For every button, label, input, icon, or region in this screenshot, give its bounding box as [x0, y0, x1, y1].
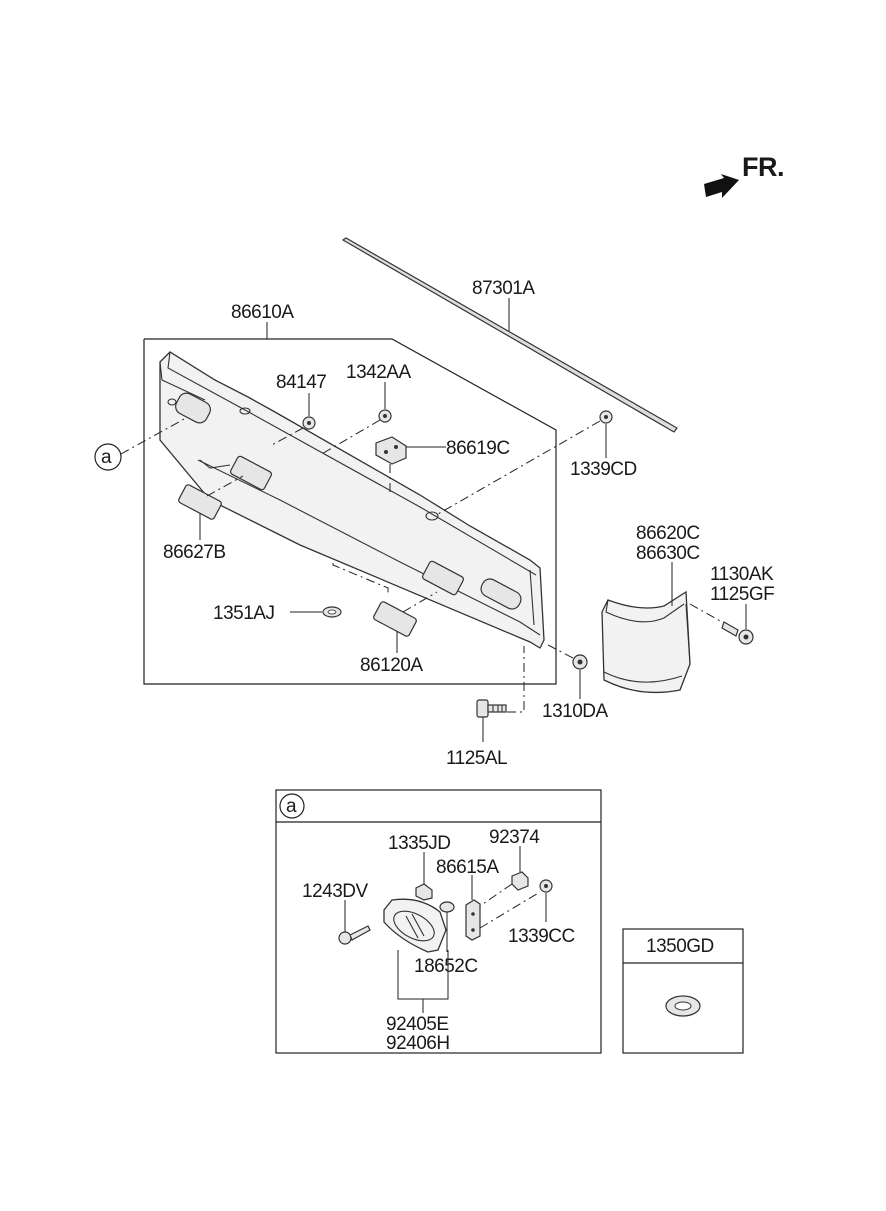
front-label: FR. — [742, 152, 784, 182]
label-1335JD: 1335JD — [388, 833, 451, 854]
part-1130AK-1125GF[interactable]: 1130AK 1125GF — [689, 564, 775, 645]
label-1243DV: 1243DV — [302, 881, 368, 902]
label-1339CC: 1339CC — [508, 926, 575, 947]
label-1350GD: 1350GD — [646, 936, 714, 957]
part-1350GD[interactable]: 1350GD — [646, 936, 714, 1017]
part-1339CC[interactable]: 1339CC — [508, 879, 575, 947]
label-92405E: 92405E — [386, 1014, 449, 1035]
label-1310DA: 1310DA — [542, 701, 608, 722]
callout-a-main[interactable]: a — [94, 417, 187, 471]
label-18652C: 18652C — [414, 956, 478, 977]
front-direction-indicator: FR. — [704, 152, 785, 198]
weatherstrip-shape — [341, 237, 678, 433]
detail-a-frame — [275, 789, 602, 1054]
part-92374[interactable]: 92374 — [479, 827, 541, 907]
svg-text:a: a — [286, 796, 297, 817]
label-1339CD: 1339CD — [570, 459, 637, 480]
label-86630C: 86630C — [636, 543, 700, 564]
label-86120A: 86120A — [360, 655, 423, 676]
callout-a-detail[interactable]: a — [279, 793, 305, 819]
label-86615A: 86615A — [436, 857, 499, 878]
label-86620C: 86620C — [636, 523, 700, 544]
part-1335JD[interactable]: 1335JD — [388, 833, 451, 901]
label-86627B: 86627B — [163, 542, 226, 563]
label-87301A: 87301A — [472, 278, 535, 299]
svg-text:a: a — [101, 447, 112, 468]
label-92406H: 92406H — [386, 1033, 450, 1054]
label-86610A: 86610A — [231, 302, 294, 323]
label-86619C: 86619C — [446, 438, 510, 459]
part-86627B[interactable]: 86627B — [163, 475, 244, 563]
label-1342AA: 1342AA — [346, 362, 411, 383]
label-84147: 84147 — [276, 372, 326, 393]
part-86615A[interactable]: 86615A — [436, 857, 541, 941]
part-1310DA[interactable]: 1310DA — [542, 644, 609, 722]
part-1339CD[interactable]: 1339CD — [437, 410, 637, 515]
main-assembly-frame — [143, 338, 557, 685]
part-86620C-86630C[interactable]: 86620C 86630C — [601, 523, 700, 694]
part-87301A[interactable]: 87301A — [341, 237, 678, 433]
part-86619C[interactable]: 86619C — [375, 436, 510, 492]
garnish-panel[interactable] — [159, 351, 545, 649]
part-1342AA[interactable]: 1342AA — [319, 362, 412, 456]
part-86120A[interactable]: 86120A — [360, 591, 438, 676]
part-1125AL[interactable]: 1125AL — [446, 646, 525, 769]
label-1125GF: 1125GF — [710, 584, 774, 605]
label-1351AJ: 1351AJ — [213, 603, 274, 624]
part-1351AJ[interactable]: 1351AJ — [213, 563, 389, 624]
label-1130AK: 1130AK — [710, 564, 774, 585]
detail-1350GD-frame — [622, 928, 744, 1054]
part-1243DV[interactable]: 1243DV — [302, 881, 371, 945]
label-92374: 92374 — [489, 827, 540, 848]
front-arrow-icon — [704, 174, 739, 198]
label-1125AL: 1125AL — [446, 748, 507, 769]
part-lamp-92405E-92406H[interactable]: 92405E 92406H — [383, 898, 450, 1054]
part-84147[interactable]: 84147 — [269, 372, 327, 447]
part-18652C[interactable]: 18652C — [414, 901, 478, 977]
